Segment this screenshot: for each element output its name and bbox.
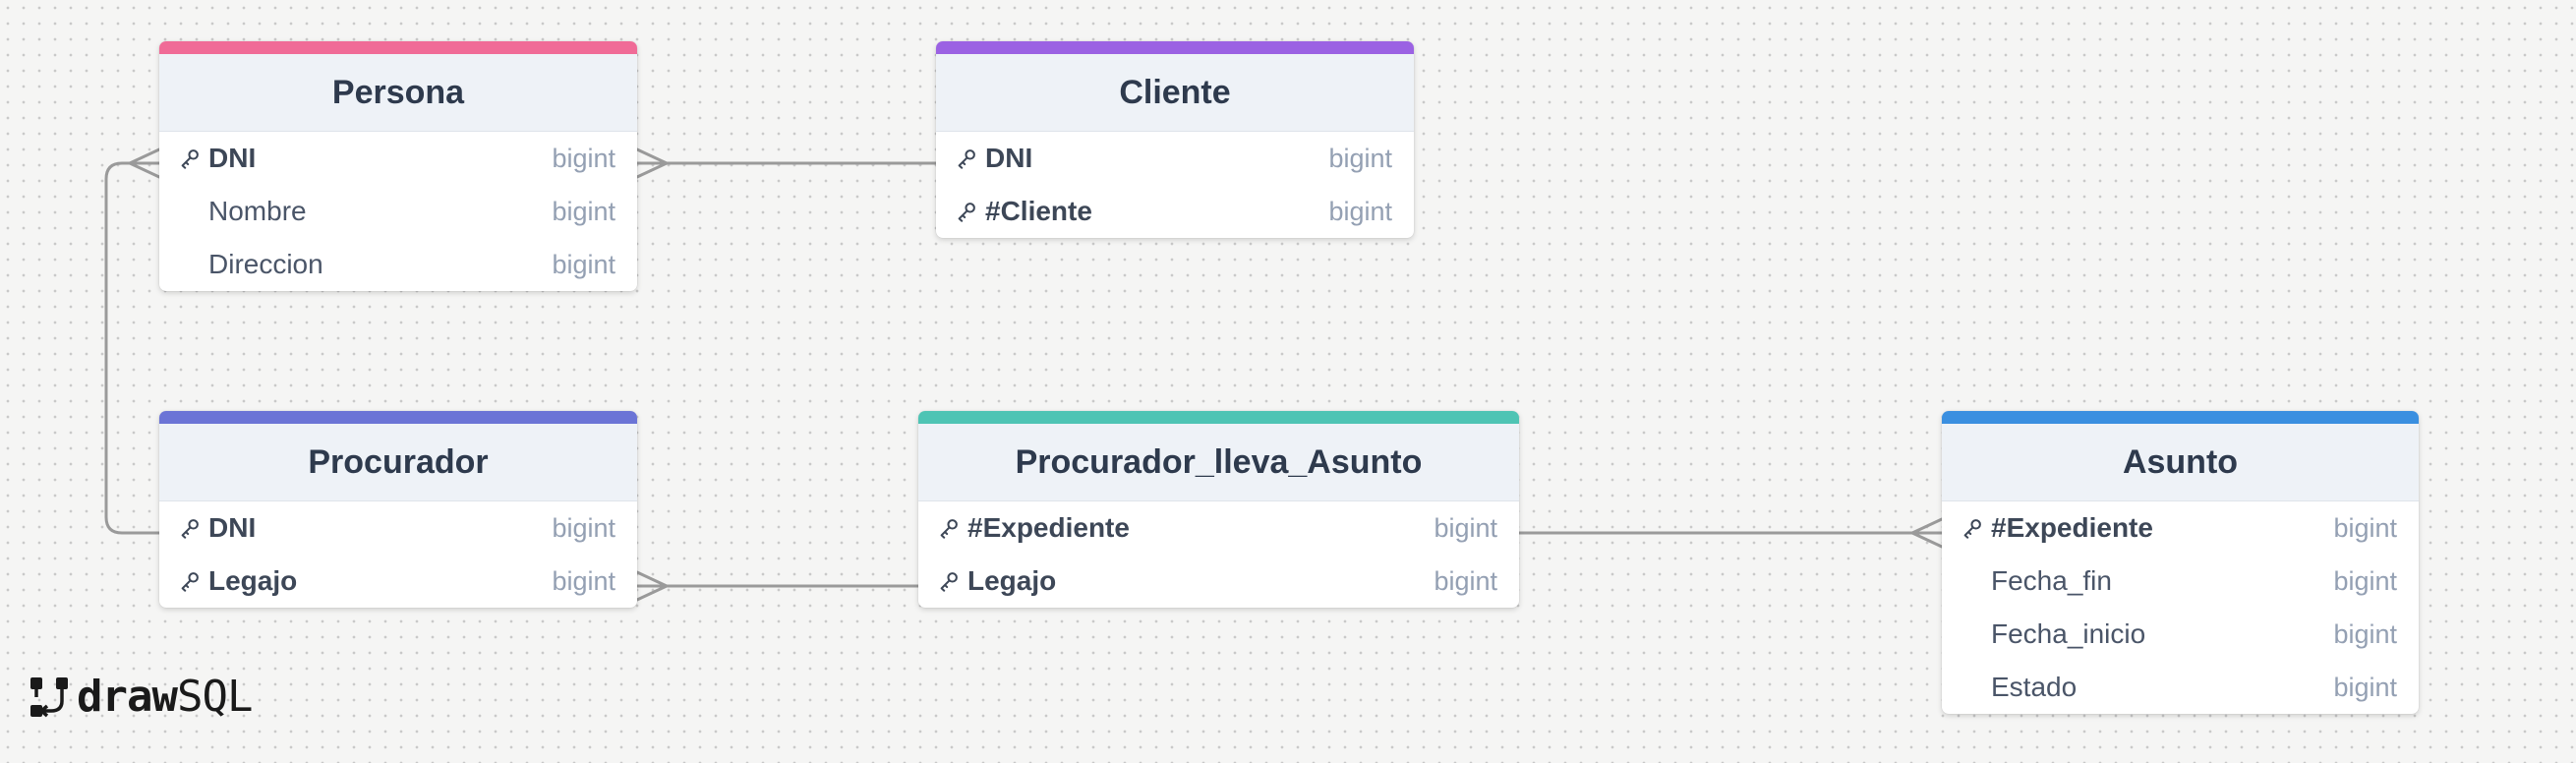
row-icon-placeholder [1961,567,1991,595]
table-title: Cliente [1119,73,1231,111]
column-name: DNI [985,143,1033,173]
table-columns: #Expediente bigint Fecha_fin bigint Fech… [1942,501,2419,714]
column-type: bigint [552,196,615,226]
relationship-procurador-pla [635,570,920,602]
table-cliente[interactable]: Cliente DNI bigint #Cliente bigint [936,41,1414,238]
table-asunto[interactable]: Asunto #Expediente bigint Fecha_fin bigi… [1942,411,2419,714]
logo-text-light: SQL [176,672,253,722]
table-title: Asunto [2122,442,2239,481]
column-row-dni[interactable]: DNI bigint [159,132,637,185]
column-type: bigint [2333,512,2397,543]
column-type: bigint [1328,196,1392,226]
column-type: bigint [552,249,615,279]
table-color-bar [918,411,1519,424]
column-name: Estado [1991,672,2078,702]
column-type: bigint [552,512,615,543]
column-name: #Cliente [985,196,1092,226]
relationship-pla-asunto [1517,517,1944,549]
column-row-dni[interactable]: DNI bigint [936,132,1414,185]
drawsql-logo-icon [29,675,69,719]
table-columns: #Expediente bigint Legajo bigint [918,501,1519,608]
relationship-persona-cliente [635,147,938,179]
table-header[interactable]: Persona [159,54,637,132]
table-columns: DNI bigint Legajo bigint [159,501,637,608]
table-procurador[interactable]: Procurador DNI bigint Legajo bigint [159,411,637,608]
column-type: bigint [1434,512,1497,543]
row-icon-placeholder [179,198,208,225]
table-color-bar [159,411,637,424]
column-row-estado[interactable]: Estado bigint [1942,661,2419,714]
row-icon-placeholder [1961,674,1991,701]
column-name: Fecha_inicio [1991,618,2146,649]
table-color-bar [936,41,1414,54]
column-name: Direccion [208,249,323,279]
column-type: bigint [2333,565,2397,596]
logo-text-bold: draw [77,672,178,722]
drawsql-logo[interactable]: drawSQL [29,672,253,722]
key-icon [956,198,985,225]
key-icon [179,567,208,595]
column-row-legajo[interactable]: Legajo bigint [918,555,1519,608]
table-header[interactable]: Procurador [159,424,637,501]
key-icon [938,567,967,595]
table-color-bar [1942,411,2419,424]
table-columns: DNI bigint #Cliente bigint [936,132,1414,238]
table-header[interactable]: Cliente [936,54,1414,132]
column-type: bigint [1434,565,1497,596]
column-row-dni[interactable]: DNI bigint [159,501,637,555]
table-header[interactable]: Asunto [1942,424,2419,501]
key-icon [179,145,208,172]
logo-text: drawSQL [77,672,253,722]
table-title: Procurador [308,442,489,481]
column-name: #Expediente [1991,512,2153,543]
column-row-cliente[interactable]: #Cliente bigint [936,185,1414,238]
column-row-direccion[interactable]: Direccion bigint [159,238,637,291]
key-icon [938,514,967,542]
table-procurador-lleva-asunto[interactable]: Procurador_lleva_Asunto #Expediente bigi… [918,411,1519,608]
column-name: Fecha_fin [1991,565,2112,596]
crow-foot-marker [1910,517,1944,549]
column-name: Nombre [208,196,307,226]
table-title: Procurador_lleva_Asunto [1015,442,1423,481]
crow-foot-marker [635,147,669,179]
crow-foot-marker [128,147,161,179]
column-name: DNI [208,143,257,173]
column-name: DNI [208,512,257,543]
table-columns: DNI bigint Nombre bigint Direccion bigin… [159,132,637,291]
table-title: Persona [331,73,465,111]
key-icon [1961,514,1991,542]
column-type: bigint [552,143,615,173]
column-row-nombre[interactable]: Nombre bigint [159,185,637,238]
column-type: bigint [552,565,615,596]
relationship-line [104,161,161,535]
column-row-expediente[interactable]: #Expediente bigint [918,501,1519,555]
column-row-fecha-fin[interactable]: Fecha_fin bigint [1942,555,2419,608]
column-row-fecha-inicio[interactable]: Fecha_inicio bigint [1942,608,2419,661]
column-type: bigint [2333,618,2397,649]
column-name: #Expediente [967,512,1130,543]
row-icon-placeholder [179,251,208,278]
crow-foot-marker [635,570,669,602]
table-persona[interactable]: Persona DNI bigint Nombre bigint Direcci… [159,41,637,291]
relationship-procurador-persona [104,147,161,535]
column-name: Legajo [967,565,1057,596]
table-header[interactable]: Procurador_lleva_Asunto [918,424,1519,501]
key-icon [179,514,208,542]
column-row-expediente[interactable]: #Expediente bigint [1942,501,2419,555]
column-type: bigint [1328,143,1392,173]
row-icon-placeholder [1961,620,1991,648]
column-name: Legajo [208,565,298,596]
column-type: bigint [2333,672,2397,702]
key-icon [956,145,985,172]
column-row-legajo[interactable]: Legajo bigint [159,555,637,608]
table-color-bar [159,41,637,54]
